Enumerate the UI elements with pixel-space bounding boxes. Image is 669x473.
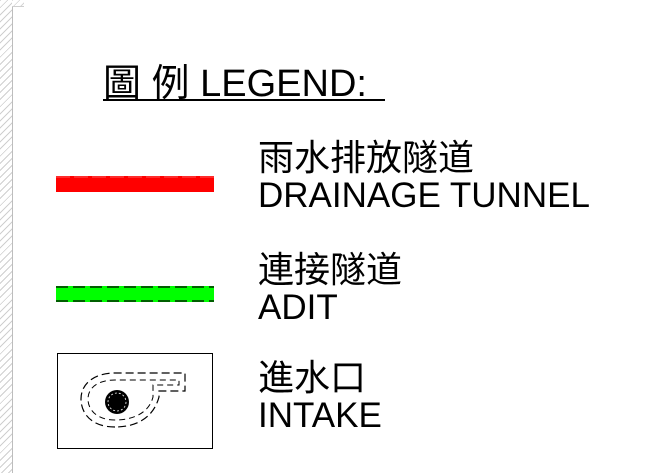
adit-label-zh: 連接隧道 [258, 249, 403, 290]
legend-title: 圖 例 LEGEND: [103, 63, 367, 105]
hatched-border-left [0, 0, 13, 473]
legend-item-intake: 進水口 INTAKE [258, 357, 382, 435]
drainage-tunnel-label-zh: 雨水排放隧道 [258, 137, 475, 178]
intake-label-zh: 進水口 [258, 357, 367, 398]
intake-label-en: INTAKE [258, 396, 382, 435]
legend-title-underline [103, 99, 385, 101]
legend-item-adit: 連接隧道 ADIT [258, 249, 403, 327]
adit-label-en: ADIT [258, 288, 338, 327]
intake-icon [57, 353, 213, 449]
adit-symbol [56, 286, 214, 302]
drainage-tunnel-symbol [56, 176, 214, 192]
drainage-tunnel-label-en: DRAINAGE TUNNEL [258, 176, 590, 215]
legend-item-drainage-tunnel: 雨水排放隧道 DRAINAGE TUNNEL [258, 137, 590, 215]
hatched-border-top [12, 0, 24, 7]
